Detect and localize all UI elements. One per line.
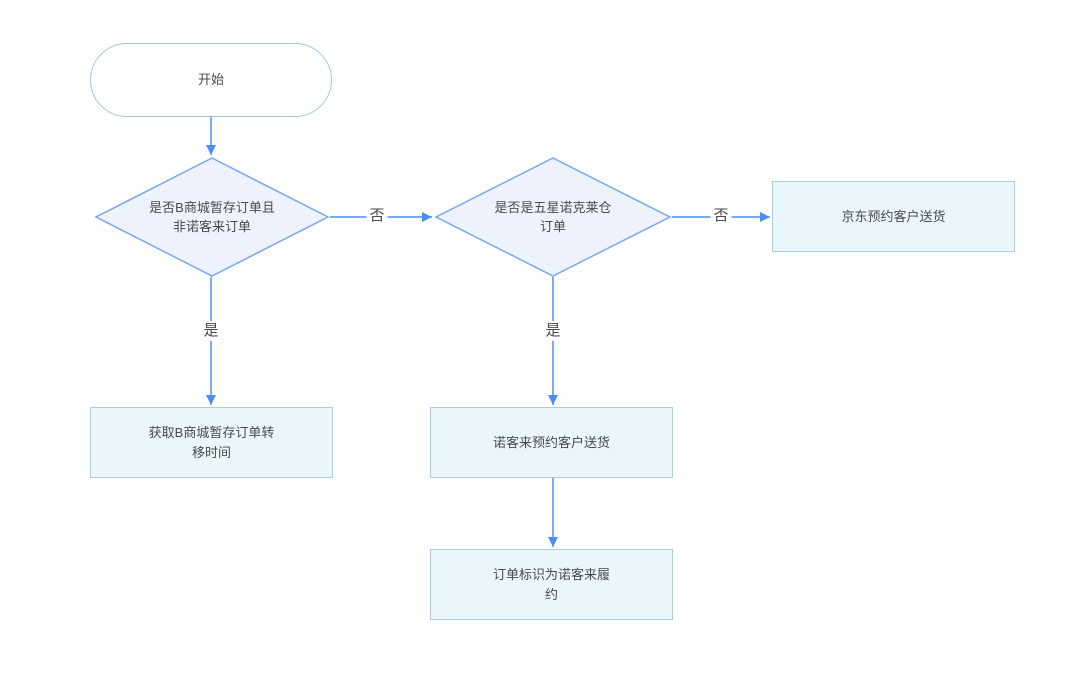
process-nokelai-delivery-label: 诺客来预约客户送货 xyxy=(492,434,610,450)
diamond-shape xyxy=(434,157,672,277)
process-get-transfer-time[interactable]: 获取B商城暂存订单转 移时间 xyxy=(90,407,333,478)
process-get-transfer-time-label: 获取B商城暂存订单转 移时间 xyxy=(148,425,275,460)
edge-label-yes-2: 是 xyxy=(542,321,564,341)
decision-b-mall-hold-order[interactable]: 是否B商城暂存订单且 非诺客来订单 xyxy=(94,157,330,277)
decision-warehouse-label: 是否是五星诺克莱仓 订单 xyxy=(494,199,612,235)
start-node-label: 开始 xyxy=(197,72,224,88)
decision-b-mall-label: 是否B商城暂存订单且 非诺客来订单 xyxy=(149,199,275,235)
process-nokelai-delivery[interactable]: 诺客来预约客户送货 xyxy=(430,407,673,478)
edge-label-no-1: 否 xyxy=(366,206,388,226)
edge-label-yes-1: 是 xyxy=(200,321,222,341)
diamond-shape xyxy=(94,157,330,277)
start-node[interactable]: 开始 xyxy=(90,43,332,117)
process-jd-delivery[interactable]: 京东预约客户送货 xyxy=(772,181,1015,252)
edge-label-no-2: 否 xyxy=(710,206,732,226)
process-order-flag-label: 订单标识为诺客来履 约 xyxy=(492,567,610,602)
process-order-flag[interactable]: 订单标识为诺客来履 约 xyxy=(430,549,673,620)
process-jd-delivery-label: 京东预约客户送货 xyxy=(841,208,946,224)
decision-five-star-warehouse[interactable]: 是否是五星诺克莱仓 订单 xyxy=(434,157,672,277)
